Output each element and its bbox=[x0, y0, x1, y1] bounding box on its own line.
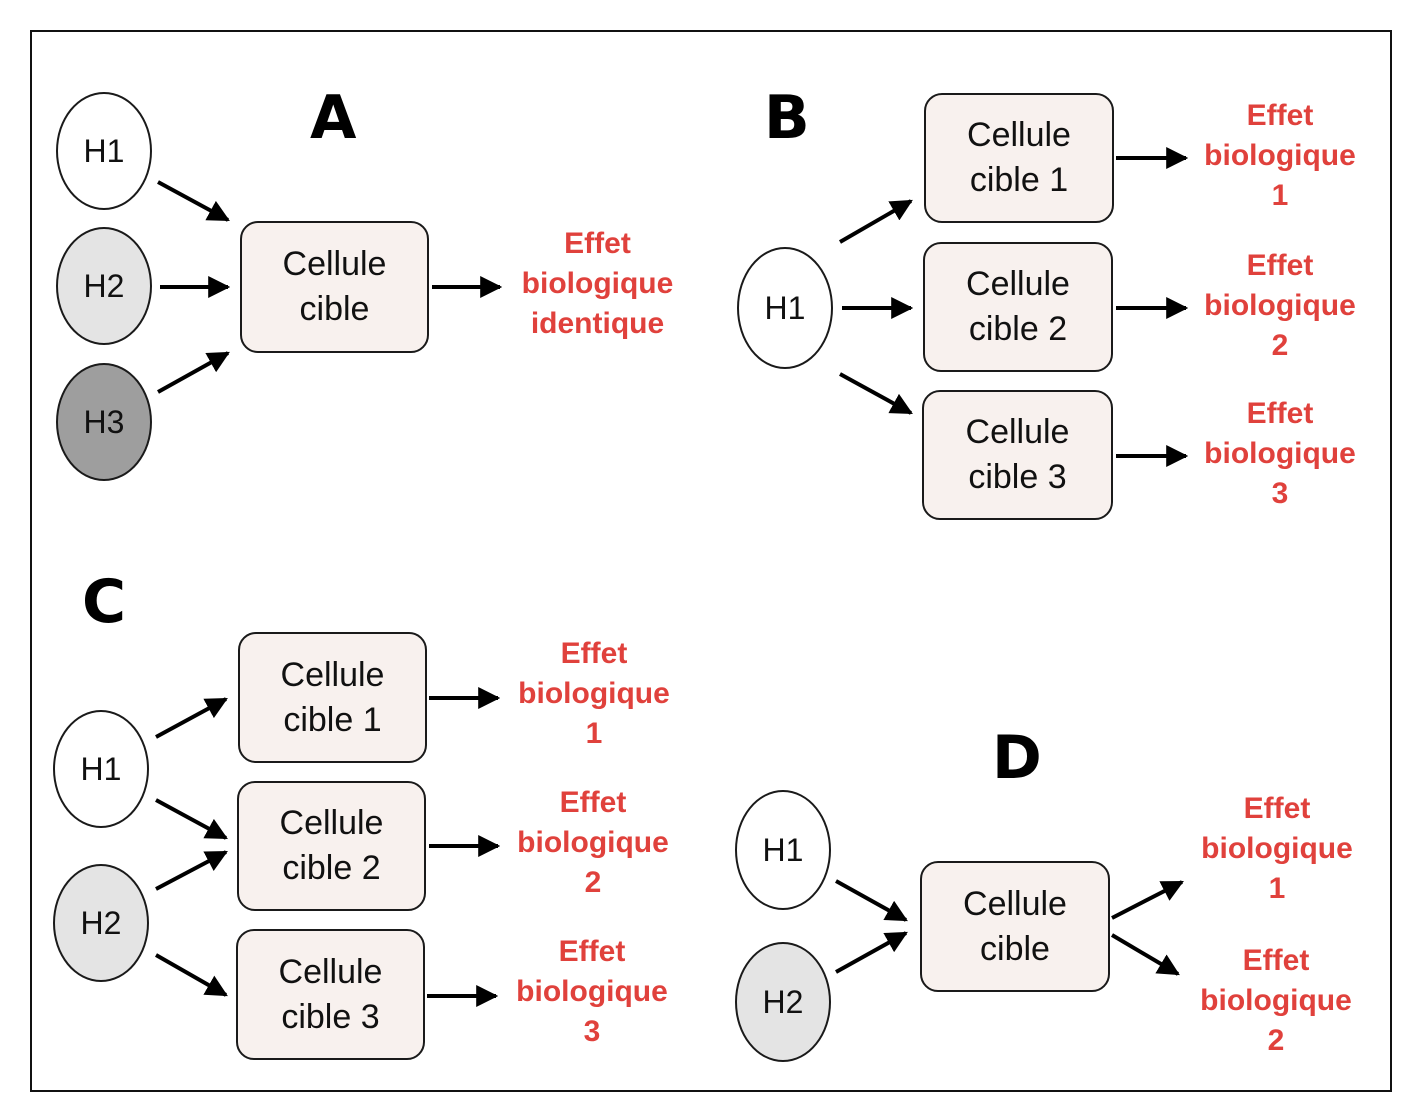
effect-c1-line-2: biologique bbox=[518, 677, 670, 710]
effect-b-3: Effet biologique 3 bbox=[1190, 394, 1370, 514]
effect-c1-line-1: Effet bbox=[560, 637, 628, 670]
cell-b2-line-1: Cellule bbox=[966, 265, 1070, 303]
effect-a-line-3: identique bbox=[530, 307, 665, 340]
effect-d1-line-3: 1 bbox=[1268, 872, 1286, 905]
effect-b3-line-3: 3 bbox=[1271, 477, 1289, 510]
effect-b-1: Effet biologique 1 bbox=[1190, 96, 1370, 216]
arrow-c-h2-cell3 bbox=[155, 953, 228, 997]
effect-b2-line-3: 2 bbox=[1271, 329, 1289, 362]
hormone-d-h1: H1 bbox=[735, 790, 831, 910]
effect-c-2: Effet biologique 2 bbox=[502, 783, 684, 903]
arrow-b-h1-cell1 bbox=[838, 199, 913, 244]
cell-d-line-1: Cellule bbox=[963, 884, 1067, 923]
effect-d-1: Effet biologique 1 bbox=[1187, 789, 1367, 909]
arrow-c-h2-cell2 bbox=[155, 850, 228, 891]
cell-c1-line-2: cible 1 bbox=[283, 700, 382, 739]
effect-c2-line-1: Effet bbox=[559, 786, 627, 819]
effect-b1-line-3: 1 bbox=[1271, 179, 1289, 212]
hormone-c-h1: H1 bbox=[53, 710, 149, 828]
cell-b3-line-2: cible 3 bbox=[968, 458, 1067, 496]
effect-b3-line-2: biologique bbox=[1204, 437, 1356, 470]
arrow-d-h2-cell bbox=[835, 931, 908, 974]
cell-c1-line-1: Cellule bbox=[280, 655, 385, 694]
panel-d-letter: D bbox=[992, 723, 1042, 793]
effect-d2-line-2: biologique bbox=[1200, 984, 1352, 1017]
arrow-a-h3-cell bbox=[157, 351, 230, 394]
cell-c-target-3: Cellule cible 3 bbox=[236, 929, 425, 1060]
cell-c-target-1: Cellule cible 1 bbox=[238, 632, 427, 763]
arrow-d-h1-cell bbox=[835, 879, 908, 922]
cell-a-target: Cellule cible bbox=[240, 221, 429, 353]
arrow-d-cell-effect1 bbox=[1111, 880, 1184, 920]
effect-c1-line-3: 1 bbox=[585, 717, 603, 750]
cell-c2-line-1: Cellule bbox=[279, 804, 384, 842]
effect-c-3: Effet biologique 3 bbox=[501, 932, 683, 1052]
cell-b-target-1: Cellule cible 1 bbox=[924, 93, 1114, 223]
cell-c3-line-2: cible 3 bbox=[281, 997, 380, 1036]
cell-b1-line-1: Cellule bbox=[967, 116, 1071, 154]
effect-d-2: Effet biologique 2 bbox=[1186, 941, 1366, 1061]
effect-a-line-1: Effet bbox=[564, 227, 631, 260]
effect-c2-line-2: biologique bbox=[517, 826, 669, 859]
effect-c-1: Effet biologique 1 bbox=[503, 634, 685, 754]
effect-d2-line-1: Effet bbox=[1242, 944, 1310, 977]
cell-b-target-2: Cellule cible 2 bbox=[923, 242, 1113, 372]
arrow-b-h1-cell3 bbox=[839, 372, 913, 415]
effect-d1-line-1: Effet bbox=[1243, 792, 1311, 825]
panel-b-letter: B bbox=[764, 83, 810, 153]
hormone-a-h1: H1 bbox=[56, 92, 152, 210]
effect-b1-line-2: biologique bbox=[1204, 139, 1356, 172]
hormone-d-h2: H2 bbox=[735, 942, 831, 1062]
hormone-a-h2: H2 bbox=[56, 227, 152, 345]
hormone-c-h2: H2 bbox=[53, 864, 149, 982]
cell-c-target-2: Cellule cible 2 bbox=[237, 781, 426, 911]
effect-b1-line-1: Effet bbox=[1246, 99, 1314, 132]
cell-d-line-2: cible bbox=[980, 929, 1050, 968]
effect-b3-line-1: Effet bbox=[1246, 397, 1314, 430]
effect-c3-line-2: biologique bbox=[516, 975, 668, 1008]
effect-d2-line-3: 2 bbox=[1267, 1024, 1285, 1057]
cell-b2-line-2: cible 2 bbox=[968, 310, 1068, 348]
arrow-c-h1-cell1 bbox=[155, 697, 228, 739]
effect-c3-line-3: 3 bbox=[583, 1015, 601, 1048]
cell-a-line-2: cible bbox=[299, 290, 370, 328]
cell-c2-line-2: cible 2 bbox=[282, 849, 381, 887]
panel-a-letter: A bbox=[310, 83, 357, 153]
hormone-a-h3: H3 bbox=[56, 363, 152, 481]
effect-a: Effet biologique identique bbox=[505, 224, 690, 344]
arrow-a-h1-cell bbox=[157, 180, 230, 222]
effect-a-line-2: biologique bbox=[521, 267, 674, 300]
cell-b3-line-1: Cellule bbox=[965, 413, 1070, 451]
effect-b-2: Effet biologique 2 bbox=[1190, 246, 1370, 366]
effect-d1-line-2: biologique bbox=[1201, 832, 1353, 865]
arrow-d-cell-effect2 bbox=[1110, 933, 1180, 976]
effect-b2-line-2: biologique bbox=[1204, 289, 1356, 322]
cell-c3-line-1: Cellule bbox=[278, 952, 383, 991]
cell-b-target-3: Cellule cible 3 bbox=[922, 390, 1113, 520]
effect-b2-line-1: Effet bbox=[1246, 249, 1314, 282]
panel-c-letter: C bbox=[82, 567, 127, 637]
cell-b1-line-2: cible 1 bbox=[969, 161, 1069, 199]
hormone-b-h1: H1 bbox=[737, 247, 833, 369]
arrow-c-h1-cell2 bbox=[155, 798, 228, 840]
effect-c2-line-3: 2 bbox=[584, 866, 602, 899]
cell-d-target: Cellule cible bbox=[920, 861, 1110, 992]
effect-c3-line-1: Effet bbox=[558, 935, 626, 968]
diagram-frame bbox=[30, 30, 1392, 1092]
cell-a-line-1: Cellule bbox=[282, 245, 387, 283]
